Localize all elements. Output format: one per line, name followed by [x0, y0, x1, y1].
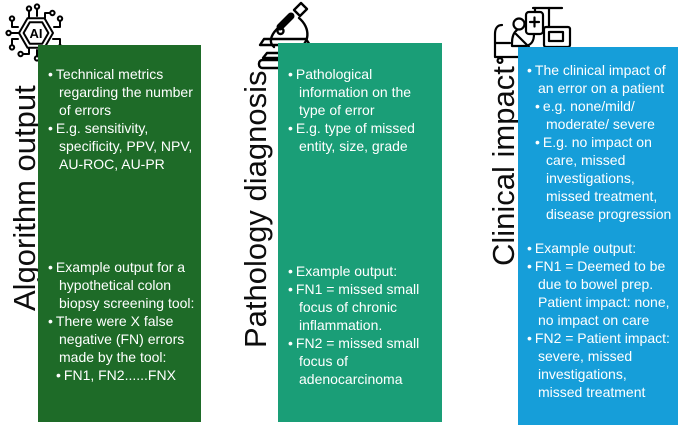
column-title-pathology-diagnosis: Pathology diagnosis — [238, 70, 273, 348]
intro-bullet-list: Technical metrics regarding the number o… — [48, 65, 197, 173]
pathology-diagnosis-box: Pathological information on the type of … — [278, 43, 442, 422]
bullet-item: The clinical impact of an error on a pat… — [527, 61, 674, 97]
bullet-item: Example output: — [288, 262, 434, 280]
bullet-item: FN2 = Patient impact: severe, missed inv… — [527, 329, 674, 401]
bullet-item: FN2 = missed small focus of adenocarcino… — [288, 334, 434, 388]
column-title-algorithm-output: Algorithm output — [7, 85, 42, 311]
bullet-item: E.g. no impact on care, missed investiga… — [535, 133, 674, 223]
bullet-item: Technical metrics regarding the number o… — [48, 65, 197, 119]
bullet-item: FN1 = missed small focus of chronic infl… — [288, 280, 434, 334]
example-bullet-list: Example output: FN1 = Deemed to be due t… — [527, 239, 674, 401]
bullet-item: There were X false negative (FN) errors … — [48, 312, 197, 366]
ai-chip-label: AI — [30, 26, 43, 41]
clinical-impact-box: The clinical impact of an error on a pat… — [518, 47, 678, 425]
intro-bullet-list: The clinical impact of an error on a pat… — [527, 61, 674, 223]
bullet-item: E.g. sensitivity, specificity, PPV, NPV,… — [48, 119, 197, 173]
intro-bullet-list: Pathological information on the type of … — [288, 65, 434, 155]
example-bullet-list: Example output: FN1 = missed small focus… — [288, 262, 434, 388]
column-title-clinical-impact: Clinical impact — [486, 66, 521, 266]
bullet-item: e.g. none/mild/ moderate/ severe — [535, 97, 674, 133]
algorithm-output-box: Technical metrics regarding the number o… — [38, 45, 201, 422]
bullet-item: Example output: — [527, 239, 674, 257]
bullet-item: FN1 = Deemed to be due to bowel prep. Pa… — [527, 257, 674, 329]
bullet-item: Pathological information on the type of … — [288, 65, 434, 119]
bullet-item: FN1, FN2......FNX — [56, 366, 197, 384]
bullet-item: Example output for a hypothetical colon … — [48, 258, 197, 312]
bullet-item: E.g. type of missed entity, size, grade — [288, 119, 434, 155]
example-bullet-list: Example output for a hypothetical colon … — [48, 258, 197, 384]
